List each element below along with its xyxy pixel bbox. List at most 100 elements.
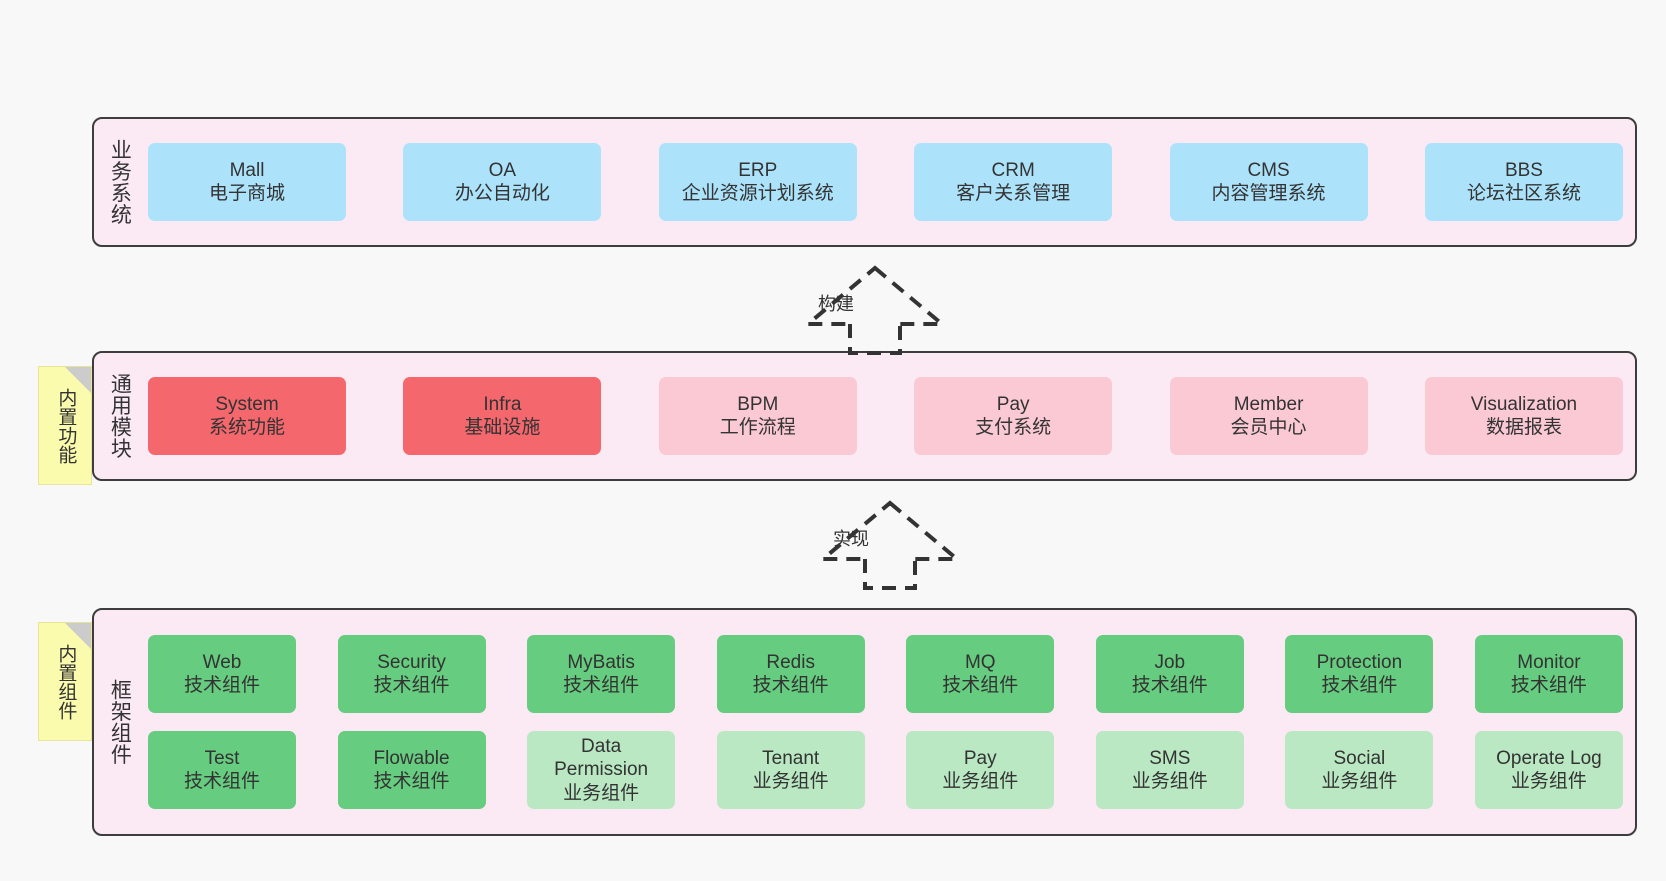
card-cms[interactable]: CMS 内容管理系统: [1169, 143, 1368, 221]
card-title: CRM: [991, 159, 1035, 181]
arrow-build: [802, 265, 948, 355]
card-title: Test: [204, 747, 240, 769]
card-row: System 系统功能 Infra 基础设施 BPM 工作流程 Pay 支付系统…: [148, 377, 1623, 455]
card-title: CMS: [1247, 159, 1290, 181]
card-subtitle: 技术组件: [373, 675, 450, 696]
arrow-implement: [817, 500, 963, 590]
card-title: Security: [377, 651, 446, 673]
arrow-label-implement: 实现: [833, 529, 869, 549]
card-pay[interactable]: Pay 支付系统: [914, 377, 1113, 455]
card-title: MQ: [964, 651, 996, 673]
card-subtitle: 基础设施: [464, 417, 541, 438]
card-subtitle: 业务组件: [942, 771, 1019, 792]
card-visualization[interactable]: Visualization 数据报表: [1424, 377, 1623, 455]
card-social[interactable]: Social 业务组件: [1285, 731, 1434, 809]
layer-body-business-system: Mall 电子商城 OA 办公自动化 ERP 企业资源计划系统 CRM 客户关系…: [144, 119, 1635, 245]
card-subtitle: 技术组件: [373, 771, 450, 792]
card-protection[interactable]: Protection 技术组件: [1285, 635, 1434, 713]
card-member[interactable]: Member 会员中心: [1169, 377, 1368, 455]
card-subtitle: 支付系统: [975, 417, 1052, 438]
card-title: Tenant: [762, 747, 820, 769]
sticky-note-builtin-component: 内置组件: [38, 622, 92, 741]
card-title: Infra: [483, 393, 522, 415]
card-redis[interactable]: Redis 技术组件: [716, 635, 865, 713]
card-title: Data Permission: [554, 736, 649, 781]
sticky-note-label: 内置功能: [55, 387, 77, 464]
card-subtitle: 客户关系管理: [956, 183, 1071, 204]
card-web[interactable]: Web 技术组件: [148, 635, 296, 713]
card-title: Social: [1333, 747, 1386, 769]
card-title: Protection: [1316, 651, 1403, 673]
card-title: Monitor: [1517, 651, 1581, 673]
card-title: Visualization: [1470, 393, 1578, 415]
card-sms[interactable]: SMS 业务组件: [1095, 731, 1244, 809]
card-subtitle: 企业资源计划系统: [681, 183, 834, 204]
card-erp[interactable]: ERP 企业资源计划系统: [658, 143, 857, 221]
card-subtitle: 技术组件: [942, 675, 1019, 696]
arrow-shaft: [863, 559, 917, 590]
sticky-fold-corner: [65, 367, 91, 393]
card-monitor[interactable]: Monitor 技术组件: [1474, 635, 1623, 713]
card-row: Web 技术组件 Security 技术组件 MyBatis 技术组件 Redi…: [148, 635, 1623, 713]
layer-title-framework-component: 框架组件: [108, 679, 132, 765]
arrowhead-triangle: [802, 265, 948, 326]
card-subtitle: 论坛社区系统: [1466, 183, 1581, 204]
card-title: Redis: [766, 651, 815, 673]
card-title: Flowable: [373, 747, 450, 769]
card-title: Operate Log: [1496, 747, 1602, 769]
card-mall[interactable]: Mall 电子商城: [148, 143, 346, 221]
card-operate-log[interactable]: Operate Log 业务组件: [1474, 731, 1623, 809]
card-bbs[interactable]: BBS 论坛社区系统: [1424, 143, 1623, 221]
card-mybatis[interactable]: MyBatis 技术组件: [527, 635, 676, 713]
card-subtitle: 技术组件: [752, 675, 829, 696]
card-subtitle: 技术组件: [563, 675, 640, 696]
card-oa[interactable]: OA 办公自动化: [403, 143, 602, 221]
arrowhead-triangle: [817, 500, 963, 561]
card-subtitle: 业务组件: [752, 771, 829, 792]
card-flowable[interactable]: Flowable 技术组件: [337, 731, 486, 809]
card-title: Pay: [996, 393, 1030, 415]
card-title: Mall: [229, 159, 265, 181]
layer-body-common-module: System 系统功能 Infra 基础设施 BPM 工作流程 Pay 支付系统…: [144, 353, 1635, 479]
card-infra[interactable]: Infra 基础设施: [403, 377, 602, 455]
card-subtitle: 业务组件: [1321, 771, 1398, 792]
layer-business-system: 业务系统 Mall 电子商城 OA 办公自动化 ERP 企业资源计划系统 CRM…: [92, 117, 1637, 247]
card-bpm[interactable]: BPM 工作流程: [658, 377, 857, 455]
card-row: Mall 电子商城 OA 办公自动化 ERP 企业资源计划系统 CRM 客户关系…: [148, 143, 1623, 221]
card-row: Test 技术组件 Flowable 技术组件 Data Permission …: [148, 731, 1623, 809]
card-test[interactable]: Test 技术组件: [148, 731, 296, 809]
sticky-fold-corner: [65, 623, 91, 649]
card-subtitle: 工作流程: [719, 417, 796, 438]
card-title: MyBatis: [567, 651, 635, 673]
card-subtitle: 电子商城: [208, 183, 285, 204]
card-security[interactable]: Security 技术组件: [337, 635, 486, 713]
card-title: Member: [1233, 393, 1304, 415]
card-title: Pay: [963, 747, 997, 769]
layer-common-module: 通用模块 System 系统功能 Infra 基础设施 BPM 工作流程 Pay…: [92, 351, 1637, 481]
card-crm[interactable]: CRM 客户关系管理: [914, 143, 1113, 221]
card-tenant[interactable]: Tenant 业务组件: [716, 731, 865, 809]
card-mq[interactable]: MQ 技术组件: [906, 635, 1055, 713]
card-subtitle: 技术组件: [183, 675, 260, 696]
card-data-permission[interactable]: Data Permission 业务组件: [527, 731, 676, 809]
card-title: System: [215, 393, 279, 415]
card-pay-business[interactable]: Pay 业务组件: [906, 731, 1055, 809]
card-subtitle: 业务组件: [1131, 771, 1208, 792]
card-subtitle: 内容管理系统: [1211, 183, 1326, 204]
card-subtitle: 技术组件: [183, 771, 260, 792]
card-subtitle: 系统功能: [208, 417, 285, 438]
card-title: BPM: [737, 393, 779, 415]
sticky-note-builtin-function: 内置功能: [38, 366, 92, 485]
card-title: BBS: [1504, 159, 1543, 181]
layer-body-framework-component: Web 技术组件 Security 技术组件 MyBatis 技术组件 Redi…: [144, 610, 1635, 834]
sticky-note-label: 内置组件: [55, 643, 77, 720]
card-title: Job: [1154, 651, 1186, 673]
card-title: SMS: [1149, 747, 1191, 769]
card-system[interactable]: System 系统功能: [148, 377, 346, 455]
arrow-label-build: 构建: [818, 294, 854, 314]
card-title: OA: [488, 159, 517, 181]
card-job[interactable]: Job 技术组件: [1095, 635, 1244, 713]
arrow-shaft: [848, 324, 902, 355]
card-title: ERP: [738, 159, 778, 181]
